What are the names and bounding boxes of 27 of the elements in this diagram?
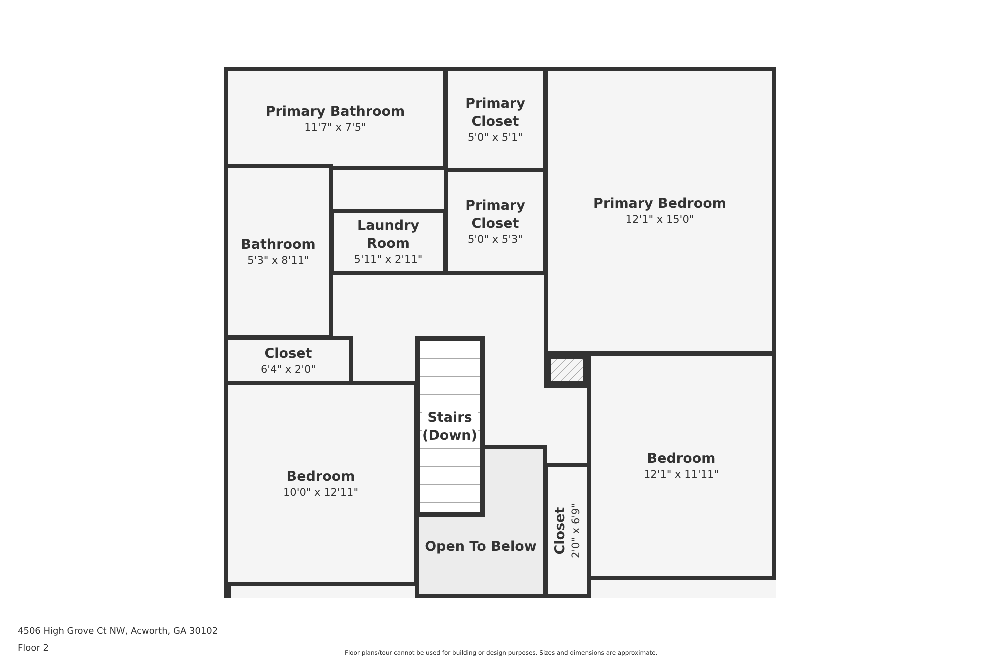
closet-area xyxy=(544,463,591,598)
room-name: Primary Bedroom xyxy=(594,195,726,213)
room-dimensions: 5'0" x 5'3" xyxy=(468,232,524,246)
room-name: Laundry Room xyxy=(356,217,421,253)
room-dimensions: 2'0" x 6'9" xyxy=(570,502,584,558)
room-name: Primary Closet xyxy=(464,94,526,130)
room-name: Primary Closet xyxy=(464,196,526,232)
room-dimensions: 10'0" x 12'11" xyxy=(283,486,359,500)
room-name: Closet xyxy=(264,344,312,362)
floor-number: Floor 2 xyxy=(18,644,49,654)
address-text: 4506 High Grove Ct NW, Acworth, GA 30102 xyxy=(18,627,218,637)
room-dimensions: 11'7" x 7'5" xyxy=(304,120,366,134)
room-name: Bedroom xyxy=(286,468,356,486)
room-name: Closet xyxy=(552,506,570,554)
room-dimensions: 12'1" x 11'11" xyxy=(644,468,720,482)
room-name: Bathroom xyxy=(241,236,316,254)
laundry-room-area xyxy=(330,209,447,275)
room-dimensions: 5'0" x 5'1" xyxy=(468,130,524,144)
bedroom-area xyxy=(587,352,776,580)
room-dimensions: 12'1" x 15'0" xyxy=(626,213,694,227)
room-dimensions: 5'3" x 8'11" xyxy=(248,254,310,268)
room-dimensions: 6'4" x 2'0" xyxy=(260,362,316,376)
room-dimensions: 5'11" x 2'11" xyxy=(354,253,423,267)
room-name: Bedroom xyxy=(647,450,716,468)
room-name: Open To Below xyxy=(425,538,537,556)
room-name: Primary Bathroom xyxy=(266,102,406,120)
staircase xyxy=(415,336,485,517)
